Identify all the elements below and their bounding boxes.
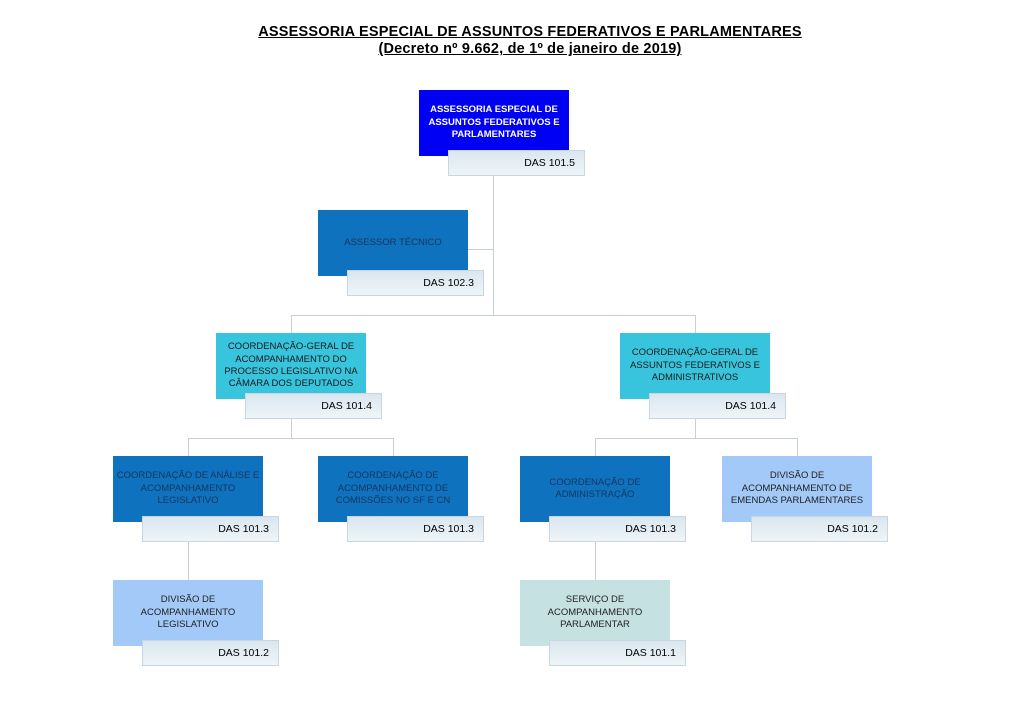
org-node-label: COORDENAÇÃO DE ADMINISTRAÇÃO [520,456,670,522]
das-value: DAS 101.4 [321,400,372,412]
connector-line [291,407,292,438]
org-node-divisao-acompanhamento-legislativo: DIVISÃO DE ACOMPANHAMENTO LEGISLATIVO DA… [113,580,279,666]
org-node-cg-processo-legislativo-camara: COORDENAÇÃO-GERAL DE ACOMPANHAMENTO DO P… [216,333,382,419]
connector-line [468,249,493,250]
org-node-assessoria-especial: ASSESSORIA ESPECIAL DE ASSUNTOS FEDERATI… [419,90,585,176]
org-node-assessor-tecnico: ASSESSOR TÉCNICO DAS 102.3 [318,210,484,296]
org-node-label: ASSESSOR TÉCNICO [318,210,468,276]
org-node-label: DIVISÃO DE ACOMPANHAMENTO LEGISLATIVO [113,580,263,646]
das-tag: DAS 101.3 [142,516,279,542]
org-node-label: COORDENAÇÃO DE ANÁLISE E ACOMPANHAMENTO … [113,456,263,522]
das-tag: DAS 101.3 [549,516,686,542]
das-value: DAS 101.3 [625,523,676,535]
das-value: DAS 101.2 [218,647,269,659]
connector-line [291,315,292,334]
connector-line [595,438,596,457]
connector-line [595,438,797,439]
das-tag: DAS 102.3 [347,270,484,296]
connector-line [595,530,596,581]
das-value: DAS 101.5 [524,157,575,169]
page-title-line1: ASSESSORIA ESPECIAL DE ASSUNTOS FEDERATI… [258,24,802,40]
page-title: ASSESSORIA ESPECIAL DE ASSUNTOS FEDERATI… [210,24,850,59]
das-tag: DAS 101.1 [549,640,686,666]
org-node-coord-analise-acompanhamento-legislativo: COORDENAÇÃO DE ANÁLISE E ACOMPANHAMENTO … [113,456,279,542]
connector-line [695,407,696,438]
das-tag: DAS 101.4 [649,393,786,419]
org-node-divisao-emendas-parlamentares: DIVISÃO DE ACOMPANHAMENTO DE EMENDAS PAR… [722,456,888,542]
connector-line [797,438,798,457]
page-title-line2: (Decreto nº 9.662, de 1º de janeiro de 2… [378,41,682,58]
org-node-label: ASSESSORIA ESPECIAL DE ASSUNTOS FEDERATI… [419,90,569,156]
das-value: DAS 102.3 [423,277,474,289]
das-tag: DAS 101.4 [245,393,382,419]
connector-line [188,530,189,581]
org-node-coord-administracao: COORDENAÇÃO DE ADMINISTRAÇÃO DAS 101.3 [520,456,686,542]
connector-line [291,315,696,316]
connector-line [695,315,696,334]
das-tag: DAS 101.2 [751,516,888,542]
org-node-servico-acompanhamento-parlamentar: SERVIÇO DE ACOMPANHAMENTO PARLAMENTAR DA… [520,580,686,666]
das-tag: DAS 101.5 [448,150,585,176]
org-node-label: COORDENAÇÃO DE ACOMPANHAMENTO DE COMISSÕ… [318,456,468,522]
das-value: DAS 101.2 [827,523,878,535]
das-value: DAS 101.3 [423,523,474,535]
das-value: DAS 101.3 [218,523,269,535]
das-value: DAS 101.4 [725,400,776,412]
org-node-coord-acompanhamento-comissoes-sf-cn: COORDENAÇÃO DE ACOMPANHAMENTO DE COMISSÕ… [318,456,484,542]
org-node-cg-assuntos-federativos-administrativos: COORDENAÇÃO-GERAL DE ASSUNTOS FEDERATIVO… [620,333,786,419]
das-tag: DAS 101.3 [347,516,484,542]
org-node-label: COORDENAÇÃO-GERAL DE ASSUNTOS FEDERATIVO… [620,333,770,399]
das-value: DAS 101.1 [625,647,676,659]
org-node-label: SERVIÇO DE ACOMPANHAMENTO PARLAMENTAR [520,580,670,646]
connector-line [188,438,393,439]
org-node-label: DIVISÃO DE ACOMPANHAMENTO DE EMENDAS PAR… [722,456,872,522]
connector-line [493,164,494,315]
das-tag: DAS 101.2 [142,640,279,666]
connector-line [393,438,394,457]
connector-line [188,438,189,457]
org-node-label: COORDENAÇÃO-GERAL DE ACOMPANHAMENTO DO P… [216,333,366,399]
